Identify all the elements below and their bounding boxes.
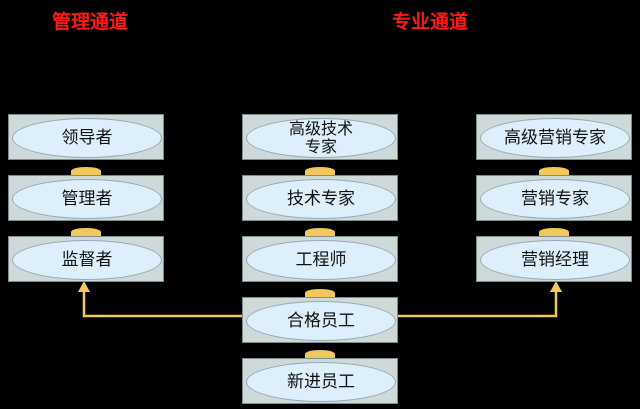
label-senior-tech-expert: 高级技术 专家 bbox=[288, 119, 353, 156]
node-qualified-employee: 合格员工 bbox=[242, 297, 398, 343]
node-leader: 领导者 bbox=[8, 114, 164, 160]
professional-track-heading: 专业通道 bbox=[392, 11, 469, 33]
label-new-employee: 新进员工 bbox=[287, 371, 355, 392]
arrow-to-marketing-manager bbox=[398, 290, 558, 318]
oval-marketing-manager: 营销经理 bbox=[480, 240, 630, 280]
label-marketing-manager: 营销经理 bbox=[521, 249, 589, 270]
oval-marketing-expert: 营销专家 bbox=[480, 179, 630, 219]
connector-leader-manager bbox=[71, 167, 101, 175]
arrow-head-supervisor bbox=[78, 281, 90, 292]
label-supervisor: 监督者 bbox=[61, 249, 113, 270]
label-engineer: 工程师 bbox=[295, 249, 347, 270]
connector-senior-tech-tech-expert bbox=[305, 167, 335, 175]
node-engineer: 工程师 bbox=[242, 236, 398, 282]
node-supervisor: 监督者 bbox=[8, 236, 164, 282]
oval-engineer: 工程师 bbox=[246, 240, 396, 280]
node-marketing-expert: 营销专家 bbox=[476, 175, 632, 221]
node-marketing-manager: 营销经理 bbox=[476, 236, 632, 282]
label-leader: 领导者 bbox=[61, 127, 113, 148]
arrow-head-marketing-manager bbox=[550, 281, 562, 292]
node-senior-marketing-expert: 高级营销专家 bbox=[476, 114, 632, 160]
node-manager: 管理者 bbox=[8, 175, 164, 221]
connector-manager-supervisor bbox=[71, 228, 101, 236]
arrow-to-supervisor bbox=[82, 290, 242, 318]
oval-senior-tech-expert: 高级技术 专家 bbox=[246, 118, 396, 158]
connector-marketing-expert-manager bbox=[539, 228, 569, 236]
oval-supervisor: 监督者 bbox=[12, 240, 162, 280]
oval-qualified-employee: 合格员工 bbox=[246, 301, 396, 341]
connector-senior-marketing-expert bbox=[539, 167, 569, 175]
node-senior-tech-expert: 高级技术 专家 bbox=[242, 114, 398, 160]
oval-new-employee: 新进员工 bbox=[246, 362, 396, 402]
label-marketing-expert: 营销专家 bbox=[521, 188, 589, 209]
label-manager: 管理者 bbox=[61, 188, 113, 209]
label-senior-marketing-expert: 高级营销专家 bbox=[504, 127, 606, 148]
connector-qualified-new bbox=[305, 350, 335, 358]
connector-engineer-qualified bbox=[305, 289, 335, 297]
oval-leader: 领导者 bbox=[12, 118, 162, 158]
label-qualified-employee: 合格员工 bbox=[287, 310, 355, 331]
node-new-employee: 新进员工 bbox=[242, 358, 398, 404]
oval-senior-marketing-expert: 高级营销专家 bbox=[480, 118, 630, 158]
node-tech-expert: 技术专家 bbox=[242, 175, 398, 221]
oval-tech-expert: 技术专家 bbox=[246, 179, 396, 219]
oval-manager: 管理者 bbox=[12, 179, 162, 219]
label-tech-expert: 技术专家 bbox=[287, 188, 355, 209]
connector-tech-expert-engineer bbox=[305, 228, 335, 236]
management-track-heading: 管理通道 bbox=[52, 11, 129, 33]
